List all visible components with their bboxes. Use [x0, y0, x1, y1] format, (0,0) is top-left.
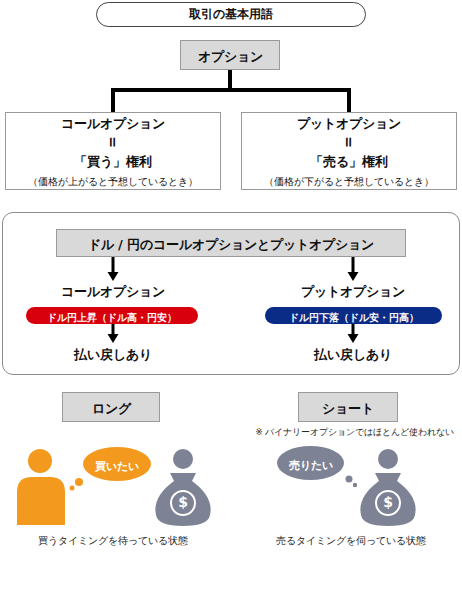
- coin-ring: [376, 491, 400, 515]
- node-text: =: [107, 136, 119, 148]
- person-head: [28, 449, 52, 473]
- term-box: オプション: [180, 40, 280, 70]
- node-text: 「売る」権利: [310, 154, 388, 169]
- node-text: ドル円上昇（ドル高・円安）: [47, 312, 177, 323]
- caption-text: 売るタイミングを伺っている状態: [256, 534, 446, 548]
- text-line: オプション: [198, 46, 263, 65]
- currency-symbol: $: [376, 494, 400, 511]
- text-line: =: [343, 132, 355, 151]
- result-label: 払い戻しあり: [301, 343, 405, 363]
- bubble-outline: [83, 447, 151, 481]
- text-line: （価格が上がると予想しているとき）: [28, 170, 198, 189]
- coin-ring: [171, 491, 195, 515]
- option-label: プットオプション: [291, 281, 415, 299]
- node-text: 払い戻しあり: [314, 347, 392, 362]
- node-text: 買いたい: [95, 460, 139, 473]
- note-text: ※ バイナリーオプションではほとんど使われない: [248, 426, 462, 438]
- node-text: =: [343, 136, 355, 148]
- money-bag-person: [360, 449, 415, 526]
- node-text: ショート: [322, 401, 374, 416]
- text-line: プットオプション: [297, 113, 401, 132]
- text-line: 払い戻しあり: [314, 344, 392, 363]
- node-text: コールオプション: [61, 284, 165, 299]
- bubble-dot: [70, 486, 75, 491]
- node-text: ロング: [92, 401, 131, 416]
- money-bag: [360, 473, 415, 526]
- node-text: ドル円下落（ドル安・円高）: [289, 312, 419, 323]
- speech-bubble: 売りたい: [277, 446, 344, 480]
- connector-line: [352, 257, 355, 272]
- text-line: 売りたい: [289, 454, 333, 473]
- connector: [113, 70, 230, 112]
- definition-box: プットオプション = 「売る」権利 （価格が下がると予想しているとき）: [241, 112, 457, 190]
- position-box: ショート: [298, 392, 398, 422]
- caption-text: 買うタイミングを待っている状態: [20, 534, 206, 548]
- option-label: コールオプション: [51, 281, 175, 299]
- text-line: ショート: [322, 398, 374, 417]
- text-line: プットオプション: [301, 281, 405, 300]
- connector-line: [230, 70, 349, 112]
- bubble-dot: [346, 476, 353, 483]
- result-label: 払い戻しあり: [61, 343, 165, 363]
- definition-box: コールオプション = 「買う」権利 （価格が上がると予想しているとき）: [5, 112, 221, 190]
- connector-line: [352, 324, 355, 334]
- arrow-head: [108, 272, 119, 281]
- group-panel: ドル / 円のコールオプションとプットオプションコールオプション プットオプション…: [2, 212, 460, 375]
- condition-pill: ドル円上昇（ドル高・円安）: [26, 307, 198, 324]
- buyer-person: [17, 449, 65, 525]
- node-text: 払い戻しあり: [74, 347, 152, 362]
- text-line: ロング: [92, 398, 131, 417]
- section-header: ドル / 円のコールオプションとプットオプション: [56, 229, 406, 257]
- text-line: 払い戻しあり: [74, 344, 152, 363]
- title-text: 取引の基本用語: [189, 6, 273, 23]
- person-head: [173, 449, 193, 469]
- arrow-head: [348, 272, 359, 281]
- bubble-dot: [353, 483, 357, 487]
- bubble-dot: [75, 478, 83, 486]
- money-bag-person: [155, 449, 210, 526]
- speech-bubble: 買いたい: [83, 447, 151, 481]
- text-line: 買いたい: [95, 455, 139, 474]
- node-text: （価格が上がると予想しているとき）: [28, 176, 198, 187]
- text-line: =: [107, 132, 119, 151]
- node-text: （価格が下がると予想しているとき）: [264, 176, 434, 187]
- title-pill: 取引の基本用語: [96, 2, 366, 27]
- connector-line: [112, 257, 115, 272]
- text-line: （価格が下がると予想しているとき）: [264, 170, 434, 189]
- node-text: 売りたい: [289, 459, 333, 472]
- connector: [230, 70, 349, 112]
- person-head: [378, 449, 398, 469]
- connector-line: [112, 324, 115, 334]
- currency-symbol: $: [171, 494, 195, 511]
- person-body: [17, 477, 65, 525]
- node-text: 「買う」権利: [74, 154, 152, 169]
- connector: [108, 257, 119, 281]
- condition-pill: ドル円下落（ドル安・円高）: [265, 307, 442, 324]
- arrow-head: [348, 334, 359, 343]
- text-line: コールオプション: [61, 113, 165, 132]
- node-text: コールオプション: [61, 116, 165, 131]
- text-line: ドル円下落（ドル安・円高）: [289, 306, 419, 325]
- arrow-head: [108, 334, 119, 343]
- text-line: コールオプション: [61, 281, 165, 300]
- connector: [108, 324, 119, 343]
- position-box: ロング: [62, 392, 160, 422]
- money-bag: [155, 473, 210, 526]
- connector-line: [113, 70, 230, 112]
- connector: [348, 324, 359, 343]
- node-text: プットオプション: [297, 116, 401, 131]
- bubble-outline: [277, 446, 344, 480]
- node-text: ドル / 円のコールオプションとプットオプション: [88, 237, 375, 252]
- connector: [348, 257, 359, 281]
- node-text: プットオプション: [301, 284, 405, 299]
- text-line: ドル円上昇（ドル高・円安）: [47, 306, 177, 325]
- node-text: オプション: [198, 49, 263, 64]
- text-line: 「売る」権利: [310, 151, 388, 170]
- text-line: ドル / 円のコールオプションとプットオプション: [88, 234, 375, 253]
- text-line: 「買う」権利: [74, 151, 152, 170]
